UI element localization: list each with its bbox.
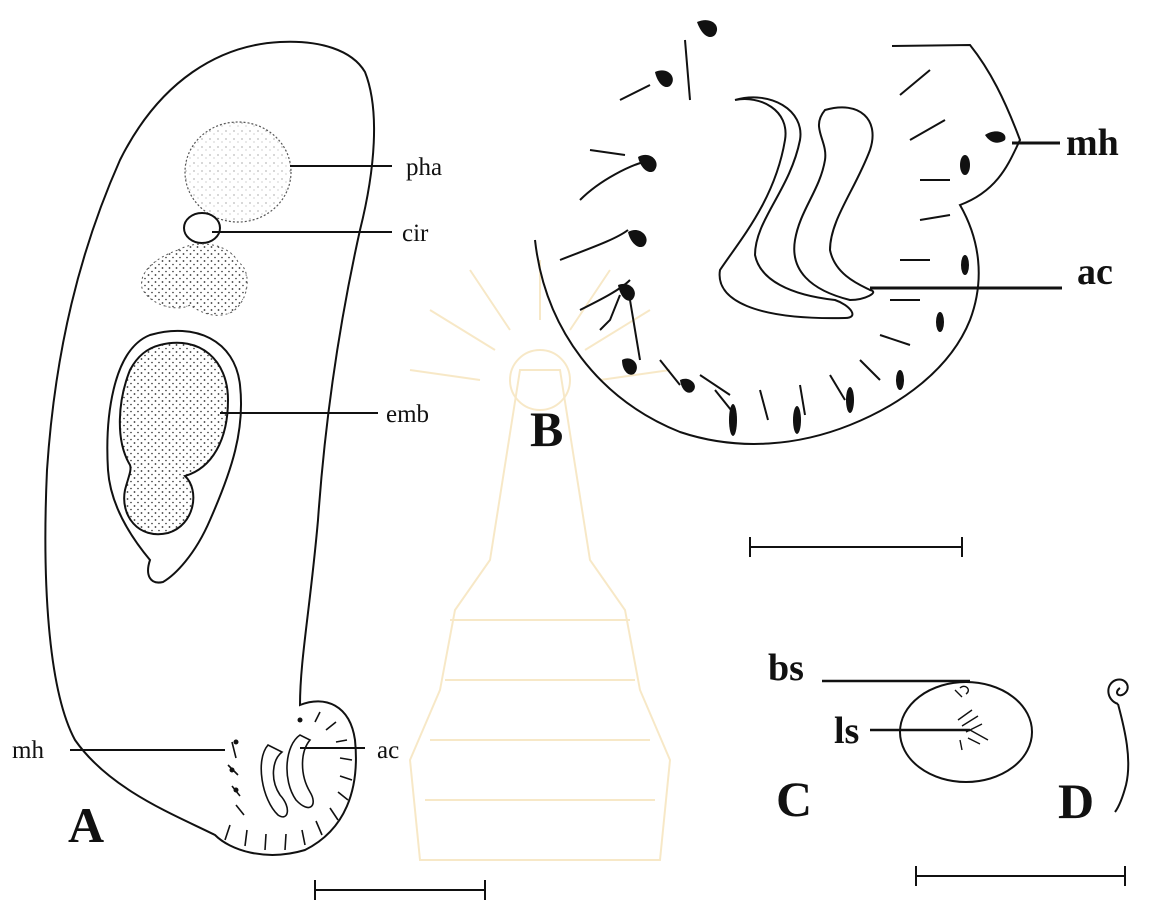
- embryo: [120, 343, 228, 534]
- label-pharynx: pha: [406, 154, 442, 181]
- label-marginal-hook-a: mh: [12, 737, 44, 764]
- anchor-b-right: [794, 107, 873, 300]
- gonad-cluster: [142, 244, 248, 315]
- watermark-seal: [410, 260, 670, 860]
- panel-label-b: B: [530, 401, 563, 457]
- leaders-b: [750, 143, 1062, 557]
- egg-c-contents: [955, 686, 988, 750]
- panel-label-a: A: [68, 797, 104, 853]
- label-anchor-b: ac: [1077, 251, 1113, 293]
- scale-bar-cd: [916, 866, 1125, 886]
- panel-label-d: D: [1058, 773, 1094, 829]
- hooks-b: [618, 20, 1005, 436]
- label-larval-sclerites: ls: [834, 710, 859, 752]
- label-marginal-hook-b: mh: [1066, 122, 1119, 164]
- label-embryo: emb: [386, 401, 429, 428]
- hooks-a: [230, 718, 303, 793]
- pharynx: [185, 122, 291, 222]
- label-cirrus: cir: [402, 220, 429, 247]
- label-body-sheath: bs: [768, 647, 804, 689]
- cirrus: [184, 213, 220, 243]
- anchor-b-left: [720, 97, 853, 318]
- panel-label-c: C: [776, 771, 812, 827]
- panel-b-drawing: [535, 40, 1020, 444]
- hook-d: [1108, 679, 1128, 812]
- label-anchor-a: ac: [377, 737, 399, 764]
